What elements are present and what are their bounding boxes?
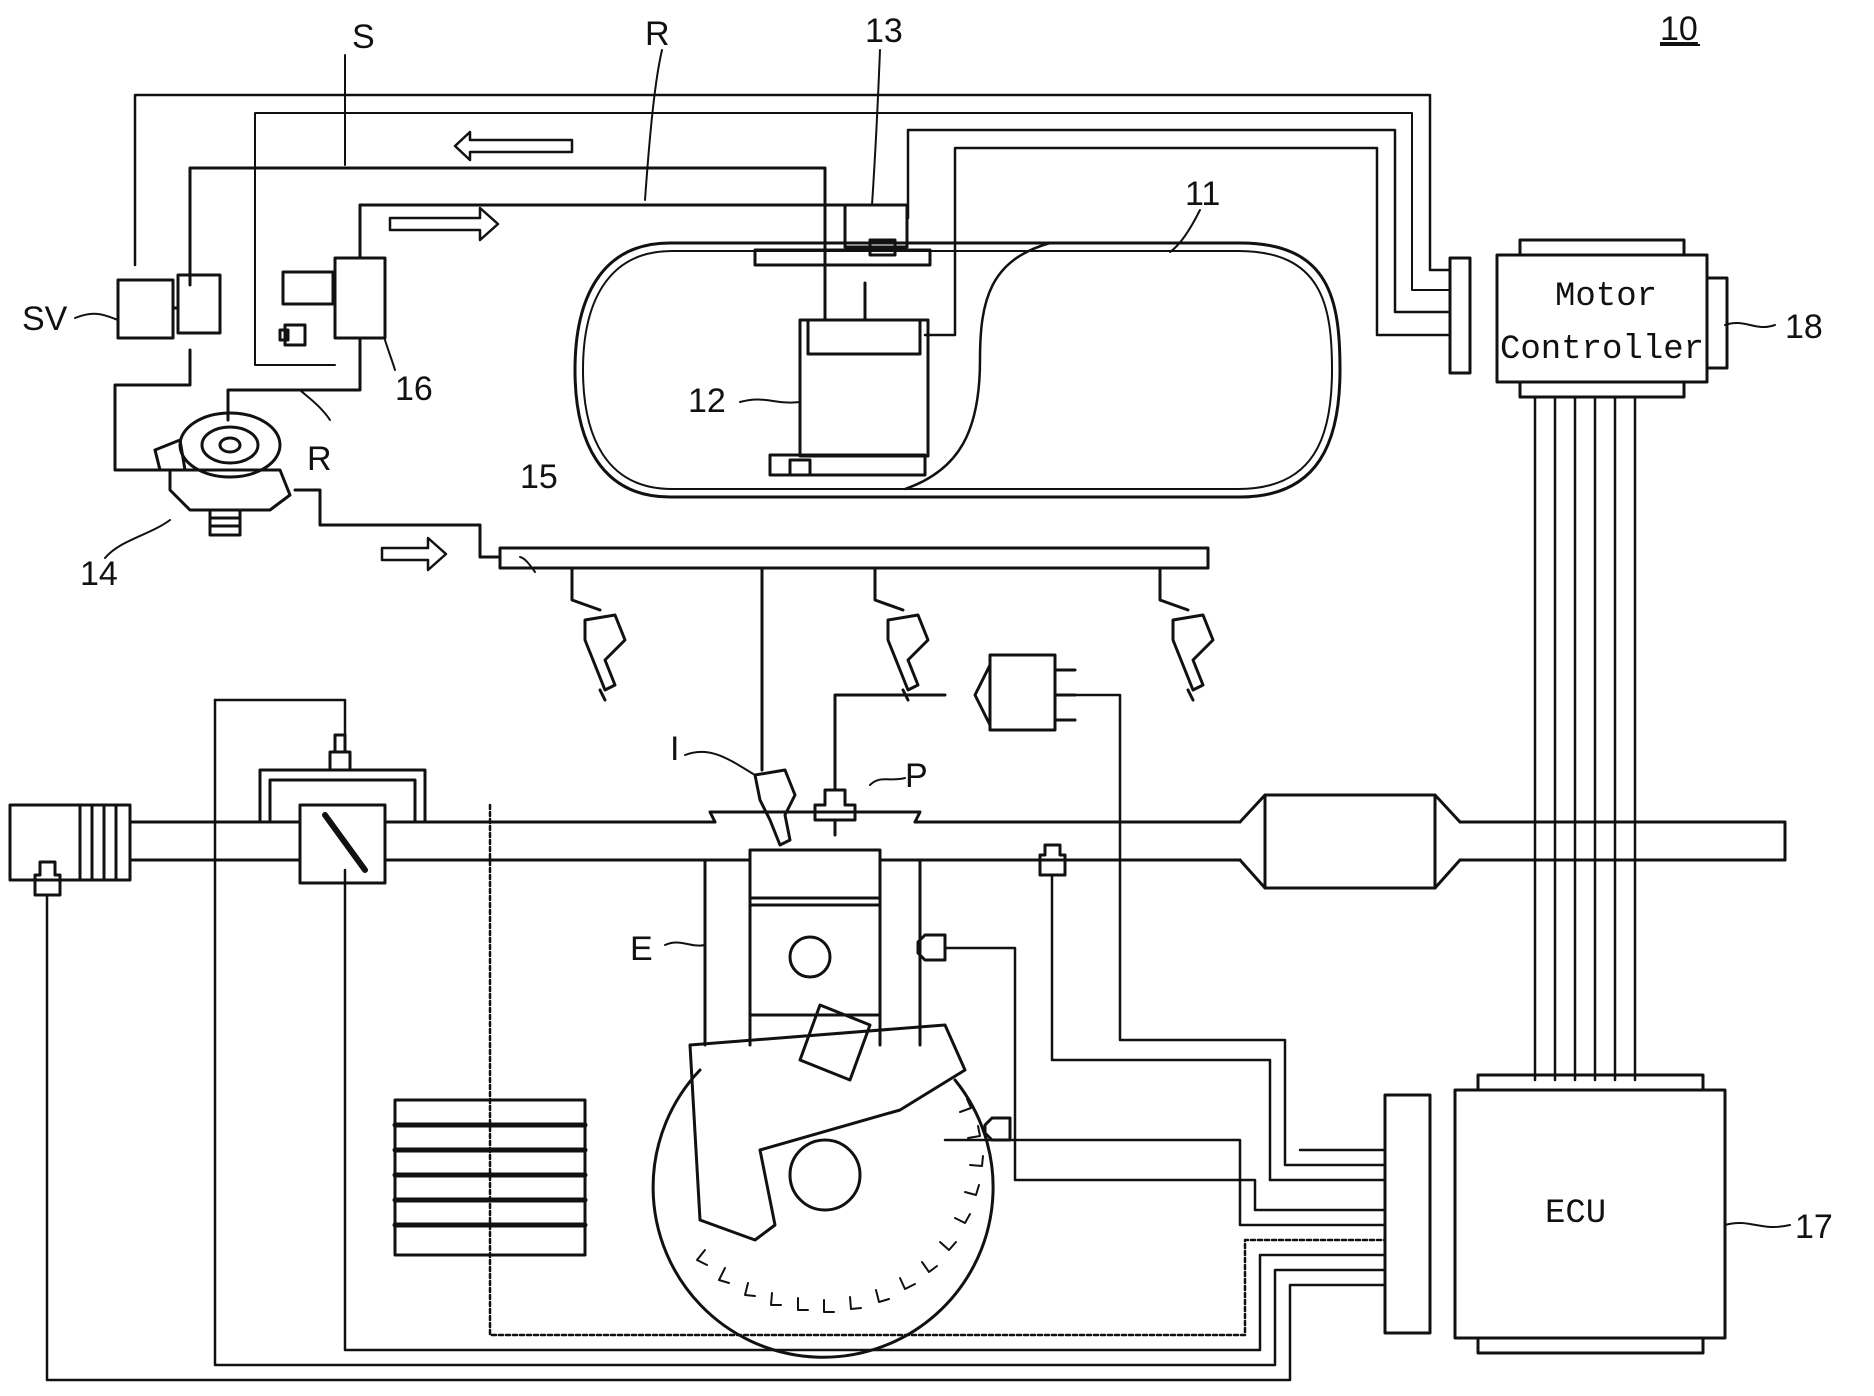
pressure-regulator	[280, 258, 385, 345]
flow-arrows	[382, 132, 572, 570]
labels: 10 S R 13 11 SV 16 12 R 15 14 18 I P E 1…	[22, 10, 1833, 1246]
injector-1	[585, 615, 625, 700]
n11-label: 11	[1185, 175, 1220, 213]
plug-label: P	[905, 757, 928, 795]
engine-label: E	[630, 930, 653, 968]
motor-controller-box	[1450, 240, 1727, 397]
n17-label: 17	[1795, 1208, 1833, 1246]
n16-label: 16	[395, 370, 433, 408]
n12-label: 12	[688, 382, 726, 420]
pump-module	[845, 205, 907, 255]
n18-label: 18	[1785, 308, 1823, 346]
sensors	[35, 845, 1065, 1140]
sv-label: SV	[22, 300, 68, 338]
fuel-pump	[755, 250, 930, 475]
fuel-tank	[575, 243, 1340, 497]
intake-exhaust	[10, 735, 1785, 888]
ignition-coil	[835, 655, 1075, 790]
motor-controller-line2: Controller	[1500, 331, 1704, 369]
ecu-wiring	[47, 695, 1385, 1380]
controller-ecu-cable	[1535, 397, 1635, 1080]
injector-label: I	[670, 730, 679, 768]
n15-label: 15	[520, 458, 558, 496]
leader-lines	[75, 50, 1790, 1227]
ecu-label: ECU	[1545, 1195, 1606, 1233]
n13-label: 13	[865, 12, 903, 50]
r-line-left-label: R	[307, 440, 332, 478]
engine	[653, 850, 993, 1357]
high-pressure-pump	[155, 413, 290, 535]
n14-label: 14	[80, 555, 118, 593]
s-line-label: S	[352, 18, 375, 56]
motor-controller-line1: Motor	[1555, 278, 1657, 316]
r-line-top-label: R	[645, 15, 670, 53]
solenoid-valve	[118, 275, 220, 338]
injector-2	[888, 615, 928, 700]
figure-ref-label: 10	[1660, 10, 1698, 48]
motor-wiring	[135, 95, 1450, 365]
direct-injector	[755, 770, 795, 845]
injector-3	[1173, 615, 1213, 700]
fuel-lines	[115, 168, 870, 557]
